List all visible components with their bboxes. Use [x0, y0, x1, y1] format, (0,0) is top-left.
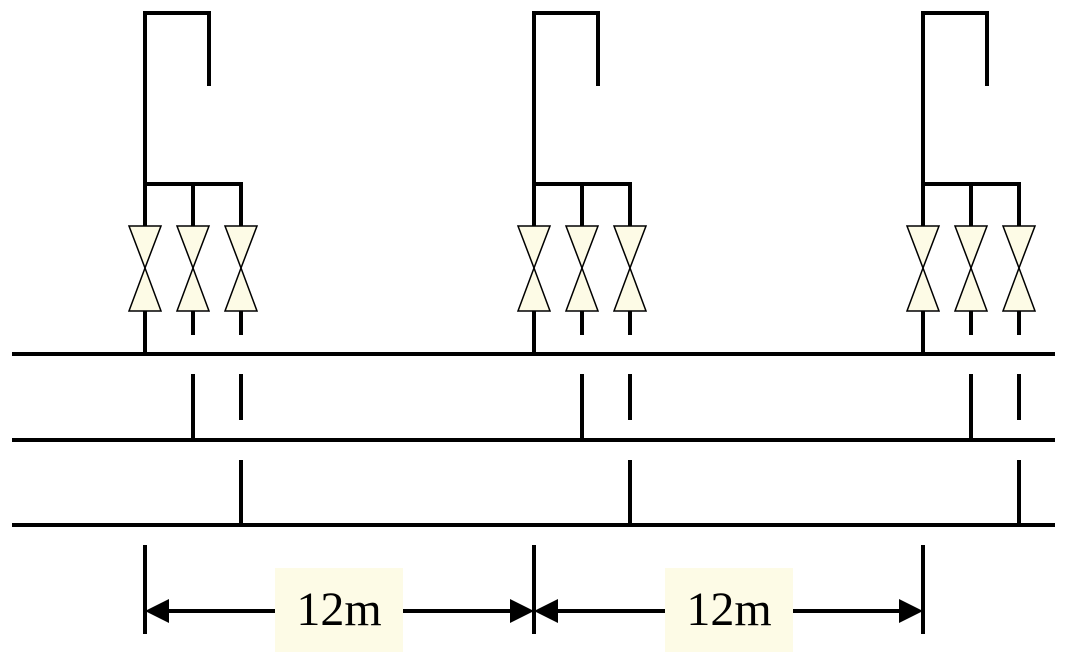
main-pipes [12, 352, 1055, 527]
branch-station-3 [905, 11, 1037, 525]
valve-icon-2 [175, 225, 211, 312]
valve-icon-3 [612, 225, 648, 312]
valve-icon-2 [564, 225, 600, 312]
branch-stations [127, 11, 1037, 525]
riser-hook [143, 11, 211, 184]
valve-icon-1 [516, 225, 552, 312]
dimension-lines [143, 545, 925, 634]
branch-station-2 [516, 11, 648, 525]
arrowhead-icon-4 [899, 599, 923, 623]
valve-icon-3 [223, 225, 259, 312]
dimension-label-2: 12m [665, 568, 793, 652]
branch-station-1 [127, 11, 259, 525]
dimension-label-1: 12m [275, 568, 403, 652]
riser-hook [921, 11, 989, 184]
valve-icon-1 [905, 225, 941, 312]
arrowhead-icon-2 [510, 599, 534, 623]
arrowhead-icon-3 [534, 599, 558, 623]
valve-icon-1 [127, 225, 163, 312]
valve-icon-2 [953, 225, 989, 312]
riser-hook [532, 11, 600, 184]
valve-icon-3 [1001, 225, 1037, 312]
arrowhead-icon-1 [145, 599, 169, 623]
